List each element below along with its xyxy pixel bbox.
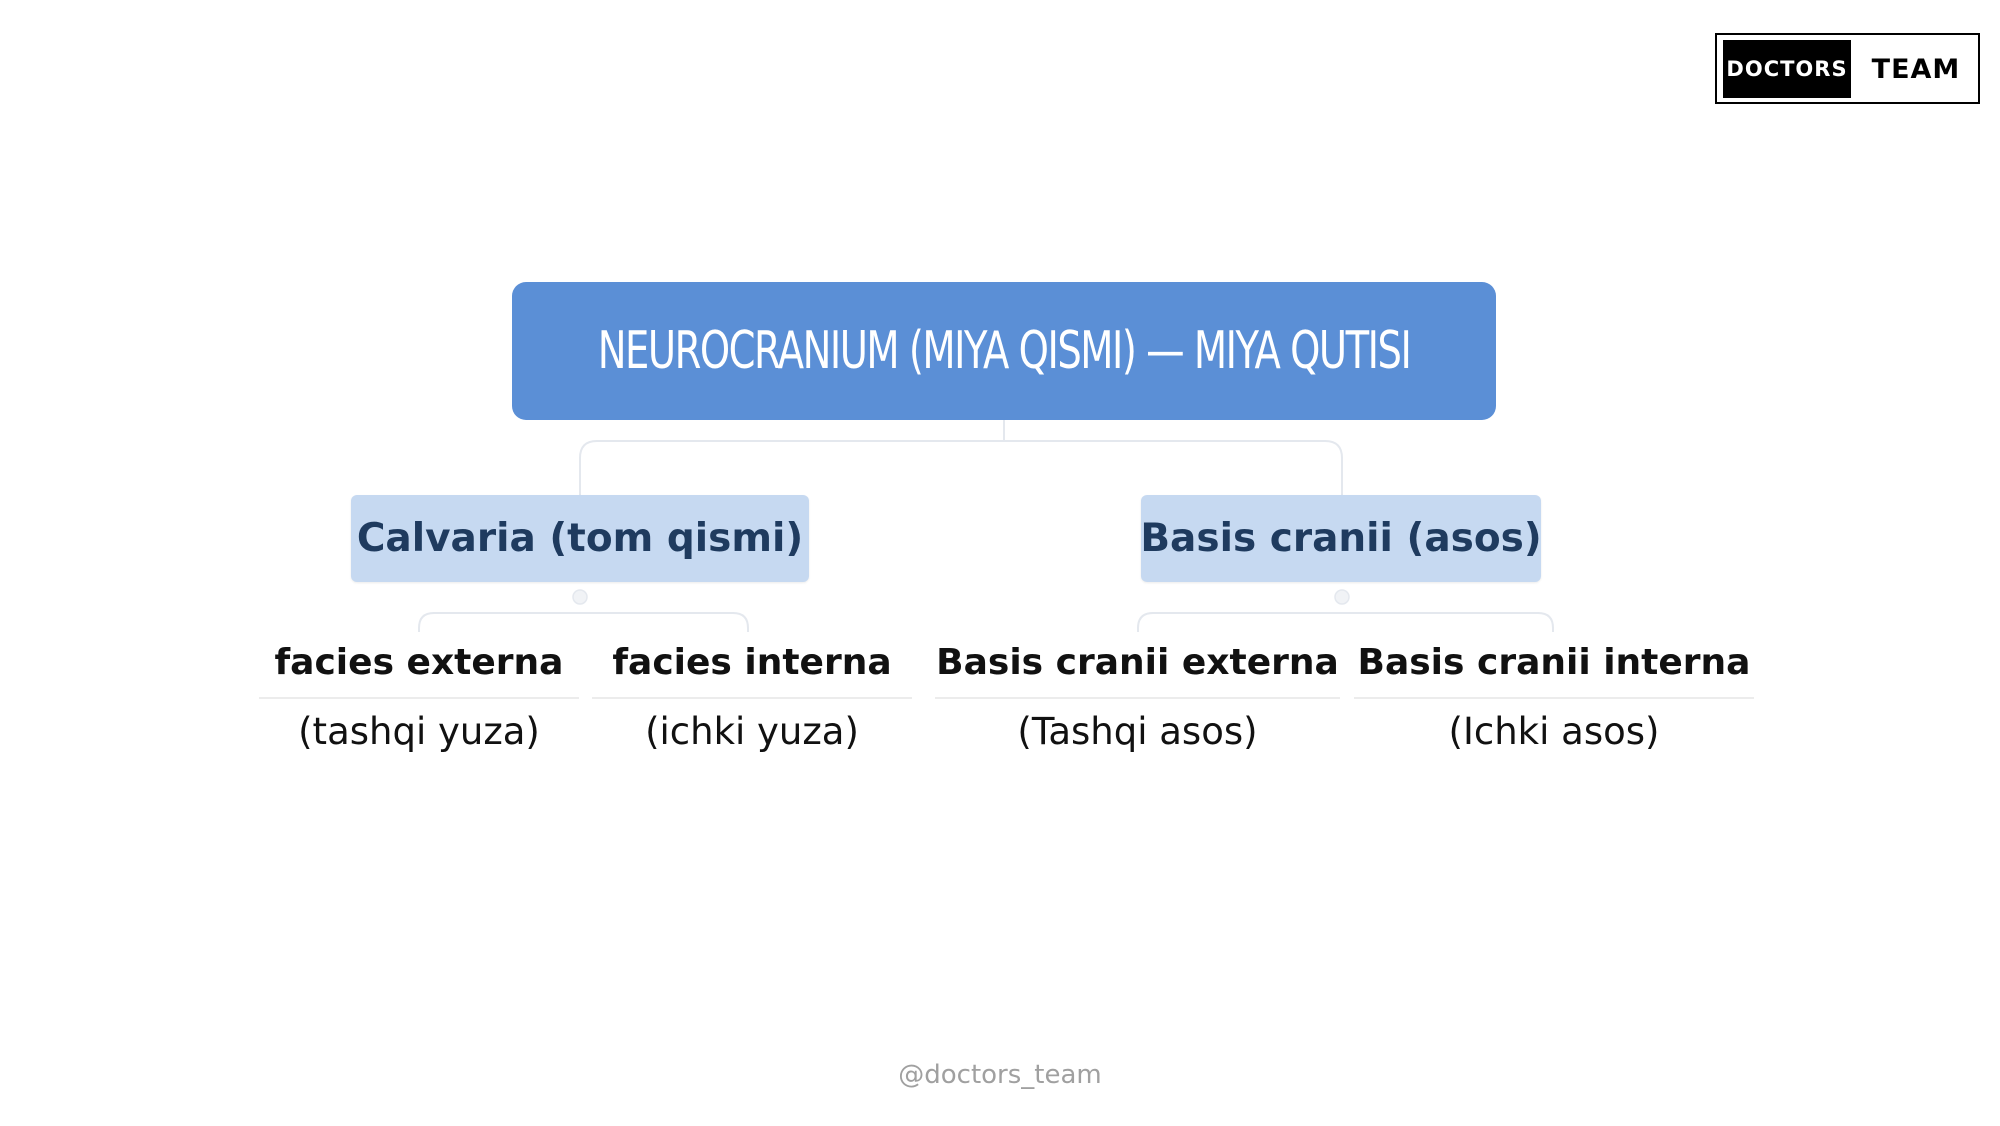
- leaf-title: Basis cranii externa: [935, 625, 1340, 699]
- branch-label: Basis cranii (asos): [1140, 516, 1542, 561]
- leaf-facies-interna: facies interna (ichki yuza): [592, 625, 912, 765]
- leaf-basis-cranii-interna: Basis cranii interna (Ichki asos): [1354, 625, 1754, 765]
- leaf-title: facies interna: [592, 625, 912, 699]
- leaf-subtitle: (Tashqi asos): [1017, 710, 1258, 753]
- calvaria-collapse-dot: [572, 589, 588, 605]
- leaf-basis-cranii-externa: Basis cranii externa (Tashqi asos): [935, 625, 1340, 765]
- leaf-subtitle: (Ichki asos): [1448, 710, 1660, 753]
- root-to-branches-connector: [579, 440, 1343, 495]
- calvaria-children-connector: [418, 612, 749, 632]
- logo-team-text: TEAM: [1871, 53, 1961, 85]
- root-label: NEUROCRANIUM (MIYA QISMI) — MIYA QUTISI: [597, 321, 1412, 381]
- basis-children-connector: [1137, 612, 1554, 632]
- footer-handle: @doctors_team: [898, 1060, 1102, 1090]
- branch-label: Calvaria (tom qismi): [356, 516, 804, 561]
- basis-collapse-dot: [1334, 589, 1350, 605]
- root-node: NEUROCRANIUM (MIYA QISMI) — MIYA QUTISI: [512, 282, 1496, 420]
- branch-calvaria: Calvaria (tom qismi): [351, 495, 809, 582]
- leaf-title: Basis cranii interna: [1354, 625, 1754, 699]
- leaf-subtitle: (tashqi yuza): [298, 710, 540, 753]
- branch-basis-cranii: Basis cranii (asos): [1140, 495, 1542, 582]
- leaf-subtitle: (ichki yuza): [645, 710, 859, 753]
- doctors-team-logo: DOCTORS TEAM: [1715, 33, 1980, 104]
- leaf-facies-externa: facies externa (tashqi yuza): [259, 625, 579, 765]
- logo-doctors-text: DOCTORS: [1723, 40, 1851, 98]
- leaf-title: facies externa: [259, 625, 579, 699]
